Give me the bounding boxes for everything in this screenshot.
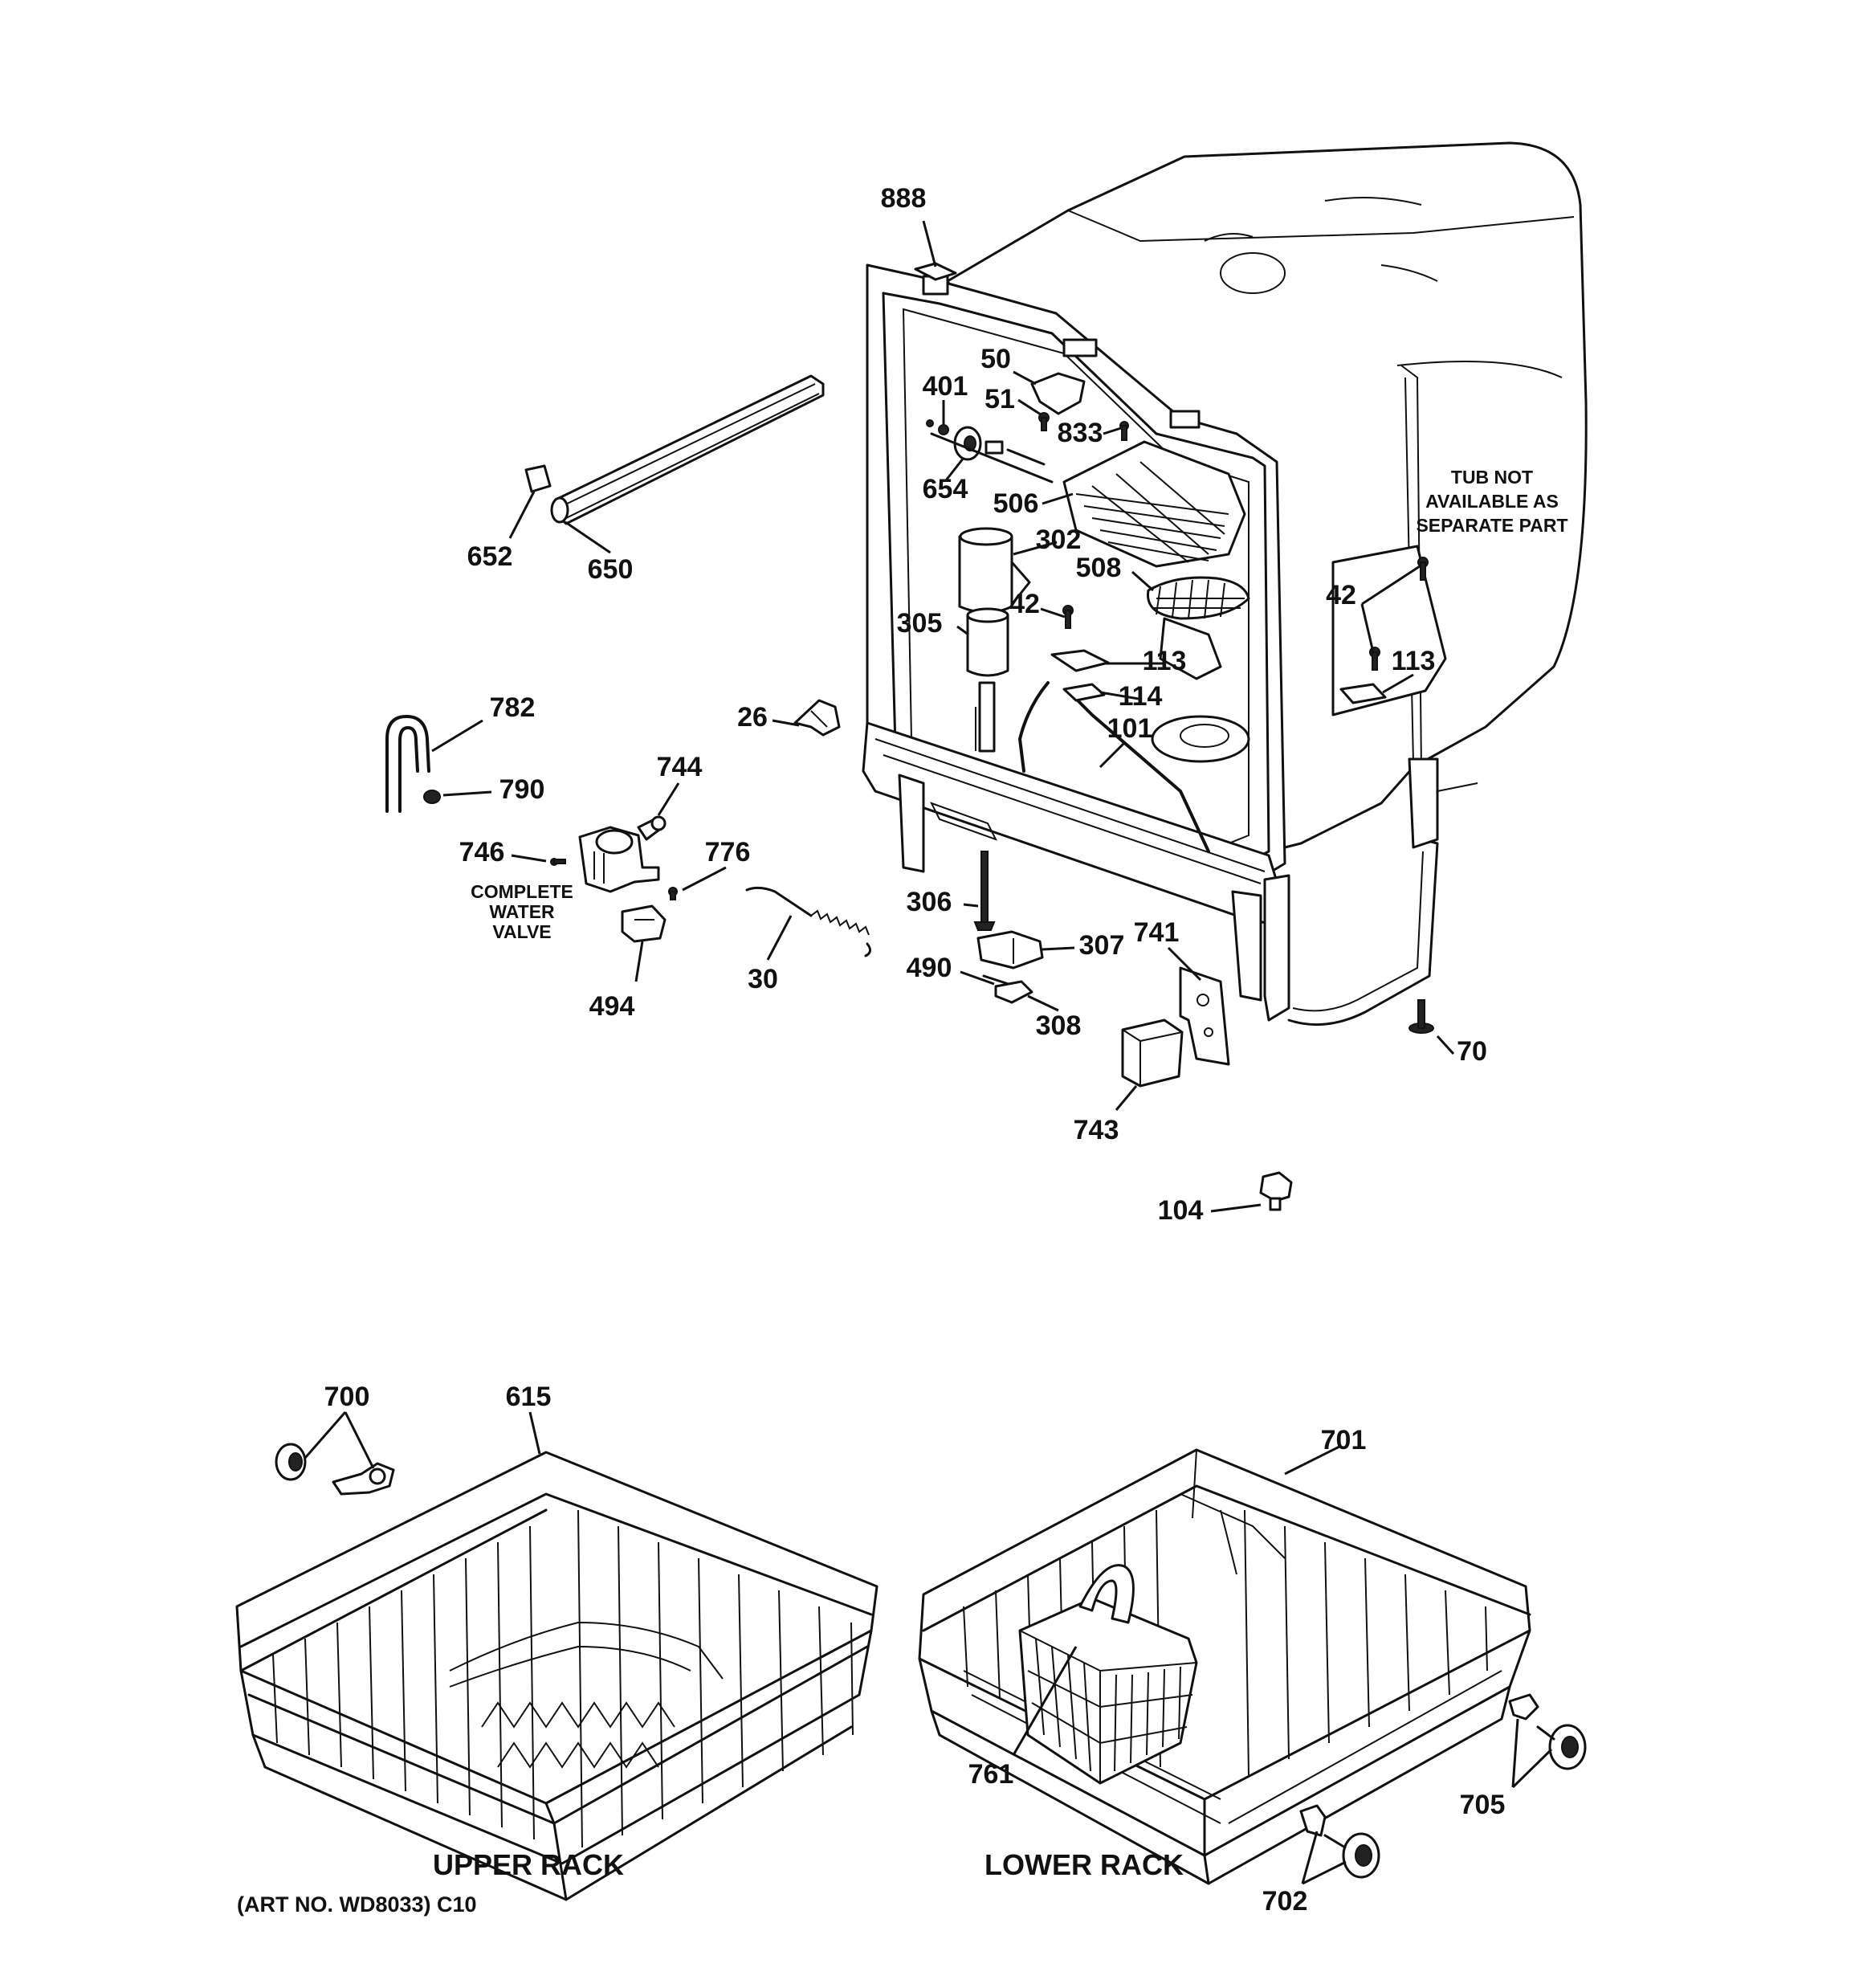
part-label-741: 741 bbox=[1134, 917, 1180, 948]
part-label-506: 506 bbox=[993, 488, 1039, 519]
part-label-113a: 113 bbox=[1143, 646, 1187, 676]
part-label-51: 51 bbox=[984, 384, 1015, 414]
part-label-101: 101 bbox=[1107, 713, 1153, 744]
tub-assembly bbox=[862, 141, 1588, 1027]
cap-652 bbox=[524, 464, 552, 493]
part-label-650: 650 bbox=[588, 554, 634, 585]
tub-note-line-2: AVAILABLE AS bbox=[1425, 491, 1559, 512]
part-label-701: 701 bbox=[1321, 1425, 1367, 1455]
part-label-746: 746 bbox=[459, 837, 505, 867]
tub-note-line-1: TUB NOT bbox=[1451, 467, 1533, 488]
part-label-305: 305 bbox=[897, 608, 943, 639]
part-label-700: 700 bbox=[324, 1382, 370, 1412]
part-label-42b: 42 bbox=[1326, 580, 1356, 610]
valve-note-line-1: COMPLETE bbox=[471, 881, 573, 902]
part-label-615: 615 bbox=[506, 1382, 552, 1412]
part-label-26: 26 bbox=[737, 702, 768, 733]
valve-note: COMPLETE WATER VALVE bbox=[471, 881, 573, 942]
part-label-654: 654 bbox=[923, 474, 968, 504]
lower-center-parts bbox=[973, 851, 1434, 1211]
part-label-302: 302 bbox=[1036, 525, 1082, 555]
float-parts bbox=[958, 527, 1031, 753]
lower-rack-caption: LOWER RACK bbox=[984, 1848, 1184, 1881]
grommet-104 bbox=[1259, 1171, 1293, 1202]
bracket-741 bbox=[1179, 966, 1230, 1066]
tub-side-vent bbox=[1331, 545, 1447, 716]
upper-rack-caption: UPPER RACK bbox=[433, 1848, 624, 1881]
part-label-114: 114 bbox=[1119, 681, 1163, 712]
tub-note: TUB NOT AVAILABLE AS SEPARATE PART bbox=[1416, 467, 1567, 536]
left-side-parts bbox=[385, 374, 871, 957]
spring-30 bbox=[810, 909, 870, 936]
bolt-306 bbox=[980, 851, 989, 923]
actuator-308 bbox=[994, 980, 1033, 1004]
part-label-104: 104 bbox=[1158, 1195, 1204, 1226]
gasket-650 bbox=[554, 374, 825, 525]
part-label-776: 776 bbox=[705, 837, 751, 867]
part-label-782: 782 bbox=[490, 692, 536, 723]
part-label-308: 308 bbox=[1036, 1010, 1082, 1041]
switch-307 bbox=[976, 930, 1044, 970]
valve-note-line-2: WATER bbox=[489, 901, 555, 922]
dispenser-506 bbox=[1062, 440, 1246, 568]
part-label-790: 790 bbox=[499, 774, 545, 805]
leader-lines bbox=[304, 220, 1553, 1885]
part-label-743: 743 bbox=[1074, 1115, 1119, 1145]
valve-note-line-3: VALVE bbox=[492, 921, 551, 942]
basket-761 bbox=[1018, 1597, 1198, 1785]
part-label-70: 70 bbox=[1457, 1036, 1487, 1067]
part-label-702: 702 bbox=[1262, 1886, 1308, 1917]
art-number: (ART NO. WD8033) C10 bbox=[237, 1892, 477, 1917]
part-label-113b: 113 bbox=[1392, 646, 1436, 676]
part-label-833: 833 bbox=[1058, 418, 1103, 448]
hose-782 bbox=[385, 715, 430, 813]
upper-rack-615 bbox=[235, 1443, 879, 1901]
part-label-50: 50 bbox=[980, 344, 1011, 374]
lower-rack-701 bbox=[918, 1448, 1587, 1885]
part-label-744: 744 bbox=[657, 752, 703, 782]
part-label-30: 30 bbox=[748, 964, 778, 994]
part-label-508: 508 bbox=[1076, 553, 1122, 583]
part-label-307: 307 bbox=[1079, 930, 1125, 961]
part-label-494: 494 bbox=[589, 991, 635, 1022]
part-label-42a: 42 bbox=[1009, 589, 1040, 619]
part-label-705: 705 bbox=[1460, 1790, 1506, 1820]
filter-508 bbox=[1147, 576, 1250, 680]
part-label-490: 490 bbox=[907, 953, 952, 983]
part-label-888: 888 bbox=[881, 183, 927, 214]
bracket-494 bbox=[621, 904, 667, 943]
part-label-761: 761 bbox=[968, 1759, 1014, 1790]
box-743 bbox=[1121, 1018, 1184, 1088]
part-label-652: 652 bbox=[467, 541, 513, 572]
part-label-401: 401 bbox=[923, 371, 968, 402]
tub-note-line-3: SEPARATE PART bbox=[1416, 515, 1567, 536]
part-label-306: 306 bbox=[907, 887, 952, 917]
